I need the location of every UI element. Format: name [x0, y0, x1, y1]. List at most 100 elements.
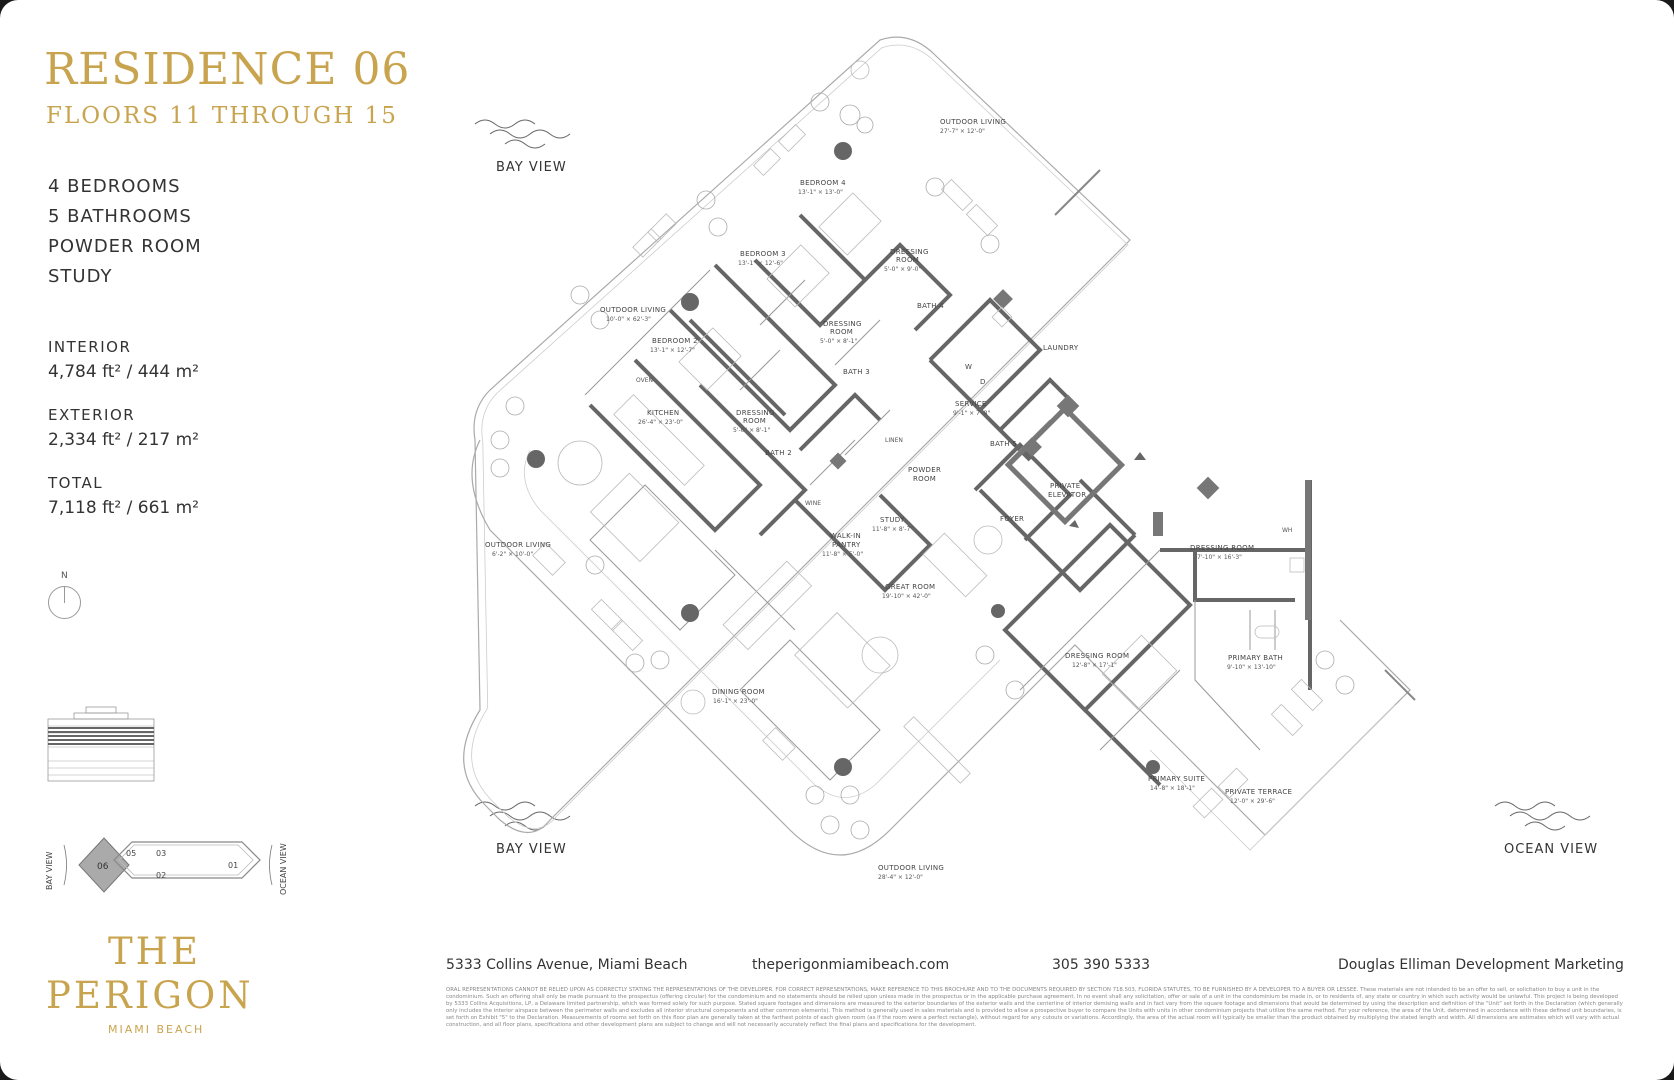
room-dressing2-line2: ROOM — [743, 417, 766, 425]
room-private-terrace: PRIVATE TERRACE — [1225, 788, 1292, 796]
label-wine: WINE — [805, 500, 821, 507]
room-outdoor-top: OUTDOOR LIVING — [940, 118, 1006, 126]
room-laundry: LAUNDRY — [1043, 344, 1079, 352]
footer-marketing: Douglas Elliman Development Marketing — [1338, 957, 1624, 973]
feature-study: STUDY — [48, 266, 113, 287]
exterior-label: EXTERIOR — [48, 406, 136, 424]
feature-bathrooms: 5 BATHROOMS — [48, 206, 192, 227]
keyplan-unit-05: 05 — [126, 849, 136, 858]
brand-line-the: THE — [108, 930, 201, 973]
room-elevator: PRIVATE — [1050, 482, 1081, 490]
room-bedroom3: BEDROOM 3 — [740, 250, 786, 258]
room-great-dim: 19'-10" × 42'-0" — [882, 593, 931, 600]
room-outdoor-west-dim: 6'-2" × 10'-0" — [492, 551, 533, 558]
room-service-dim: 9'-1" × 7'-8" — [953, 410, 991, 417]
total-label: TOTAL — [48, 474, 104, 492]
room-powder: POWDER — [908, 466, 941, 474]
room-dressing2-dim: 5'-0" × 8'-1" — [733, 427, 771, 434]
footer-phone[interactable]: 305 390 5333 — [1052, 957, 1150, 973]
feature-list: 4 BEDROOMS 5 BATHROOMS POWDER ROOM STUDY — [48, 172, 202, 292]
room-outdoor-bottom: OUTDOOR LIVING — [878, 864, 944, 872]
room-bath5: BATH 5 — [990, 440, 1017, 448]
room-primary-suite: PRIMARY SUITE — [1148, 775, 1205, 783]
room-pantry-line2: PANTRY — [832, 541, 861, 549]
footer-website[interactable]: theperigonmiamibeach.com — [752, 957, 950, 973]
room-study: STUDY — [880, 516, 905, 524]
footer-address: 5333 Collins Avenue, Miami Beach — [446, 957, 688, 973]
key-plan: BAY VIEW OCEAN VIEW 06 05 03 02 01 — [44, 830, 304, 904]
room-study-dim: 11'-8" × 8'-7" — [872, 526, 913, 533]
feature-powder-room: POWDER ROOM — [48, 236, 202, 257]
brand-line-location: MIAMI BEACH — [108, 1023, 205, 1036]
room-dressing4: DRESSING — [890, 248, 929, 256]
room-outdoor-left: OUTDOOR LIVING — [600, 306, 666, 314]
room-bedroom3-dim: 13'-1" × 12'-6" — [738, 260, 783, 267]
room-bath3: BATH 3 — [843, 368, 870, 376]
room-pantry: WALK-IN — [830, 532, 861, 540]
keyplan-unit-02: 02 — [156, 871, 166, 880]
exterior-value: 2,334 ft² / 217 m² — [48, 430, 199, 450]
keyplan-unit-06: 06 — [97, 862, 109, 872]
room-kitchen: KITCHEN — [647, 409, 679, 417]
room-dressing-primary: DRESSING ROOM — [1065, 652, 1129, 660]
north-label: N — [61, 571, 68, 581]
feature-bedrooms: 4 BEDROOMS — [48, 176, 181, 197]
room-labels: OUTDOOR LIVING 27'-7" × 12'-0" BEDROOM 4… — [485, 118, 1292, 881]
keyplan-unit-01: 01 — [228, 861, 238, 870]
residence-floors: FLOORS 11 THROUGH 15 — [46, 103, 398, 129]
room-dressing2: DRESSING — [736, 409, 775, 417]
room-service: SERVICE — [955, 400, 987, 408]
total-value: 7,118 ft² / 661 m² — [48, 498, 199, 518]
room-primary-suite-dim: 14'-8" × 18'-1" — [1150, 785, 1195, 792]
room-dressing4-line2: ROOM — [896, 256, 919, 264]
room-foyer: FOYER — [1000, 515, 1024, 523]
room-private-terrace-dim: 12'-0" × 29'-6" — [1230, 798, 1275, 805]
floor-plan: OUTDOOR LIVING 27'-7" × 12'-0" BEDROOM 4… — [463, 36, 1416, 881]
room-dressing-east: DRESSING ROOM — [1190, 544, 1254, 552]
bay-view-bottom-label: BAY VIEW — [496, 842, 567, 857]
room-dressing-primary-dim: 12'-8" × 17'-1" — [1072, 662, 1117, 669]
room-outdoor-west: OUTDOOR LIVING — [485, 541, 551, 549]
room-outdoor-left-dim: 10'-0" × 62'-3" — [606, 316, 651, 323]
building-elevation-icon — [47, 706, 155, 782]
keyplan-bay-label: BAY VIEW — [45, 851, 54, 890]
room-bedroom4-dim: 13'-1" × 13'-0" — [798, 189, 843, 196]
room-great: GREAT ROOM — [885, 583, 935, 591]
keyplan-unit-03: 03 — [156, 849, 166, 858]
brand-line-perigon: PERIGON — [46, 974, 254, 1017]
room-dining: DINING ROOM — [712, 688, 765, 696]
label-oven: OVEN — [636, 377, 653, 384]
room-dressing3-dim: 5'-0" × 8'-1" — [820, 338, 858, 345]
room-outdoor-bottom-dim: 28'-4" × 12'-0" — [878, 874, 923, 881]
room-bath4: BATH 4 — [917, 302, 944, 310]
bay-view-waves-icon — [474, 119, 571, 149]
room-bedroom2: BEDROOM 2 — [652, 337, 698, 345]
room-bath2: BATH 2 — [765, 449, 792, 457]
room-kitchen-dim: 26'-4" × 23'-0" — [638, 419, 683, 426]
label-dryer: D — [980, 378, 986, 386]
north-arrow-icon — [48, 586, 81, 619]
room-pantry-dim: 11'-8" × 5'-0" — [822, 551, 863, 558]
room-elevator-line2: ELEVATOR — [1048, 491, 1086, 499]
room-bedroom4: BEDROOM 4 — [800, 179, 846, 187]
ocean-view-label: OCEAN VIEW — [1504, 842, 1599, 857]
residence-title: RESIDENCE 06 — [44, 44, 411, 95]
room-primary-bath-dim: 9'-10" × 13'-10" — [1227, 664, 1276, 671]
interior-label: INTERIOR — [48, 338, 132, 356]
room-powder-line2: ROOM — [913, 475, 936, 483]
room-dining-dim: 16'-1" × 23'-0" — [713, 698, 758, 705]
interior-value: 4,784 ft² / 444 m² — [48, 362, 199, 382]
room-dressing3: DRESSING — [823, 320, 862, 328]
label-linen: LINEN — [885, 437, 903, 444]
legal-disclaimer: ORAL REPRESENTATIONS CANNOT BE RELIED UP… — [446, 987, 1623, 1028]
keyplan-ocean-label: OCEAN VIEW — [279, 843, 288, 895]
ocean-view-waves-icon — [1494, 801, 1591, 831]
label-wh: WH — [1282, 527, 1292, 534]
bay-view-top-label: BAY VIEW — [496, 160, 567, 175]
room-dressing3-line2: ROOM — [830, 328, 853, 336]
room-outdoor-top-dim: 27'-7" × 12'-0" — [940, 128, 985, 135]
room-dressing4-dim: 5'-0" × 9'-0" — [884, 266, 922, 273]
room-primary-bath: PRIMARY BATH — [1228, 654, 1283, 662]
room-bedroom2-dim: 13'-1" × 12'-7" — [650, 347, 695, 354]
